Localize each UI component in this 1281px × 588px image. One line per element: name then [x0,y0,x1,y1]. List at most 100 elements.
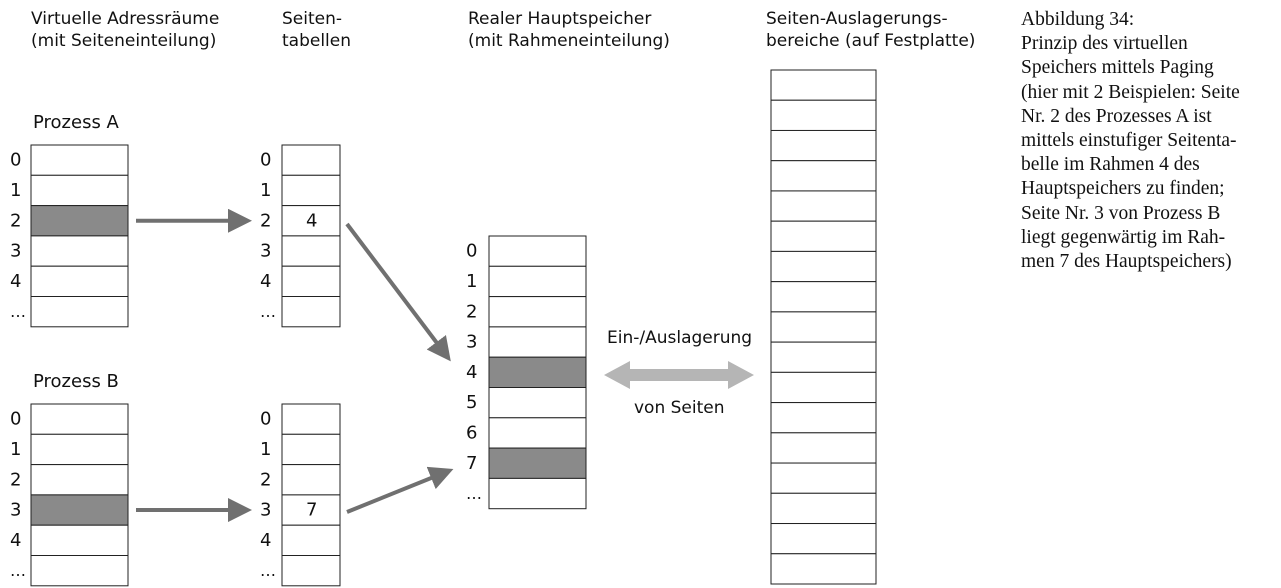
page-table-b-row-label: 1 [260,439,271,460]
swap-slot [770,553,877,585]
process-b-page-cell [30,403,129,435]
header-main-memory: Realer Hauptspeicher (mit Rahmeneinteilu… [468,9,670,51]
process-b-page-row-label: 1 [10,439,21,460]
page-table-b-row-label: 2 [260,469,271,490]
page-table-b-cell [281,494,341,526]
process-a-label: Prozess A [33,112,119,133]
swap-slot [770,250,877,283]
memory-frame-row-label: … [466,484,482,503]
swap-slot [770,371,877,404]
memory-frame-cell [488,417,587,449]
caption-line: Abbildung 34: [1021,9,1135,30]
memory-frame-row-label: 5 [466,392,477,413]
memory-frame-row-label: 1 [466,271,477,292]
swap-slot [770,402,877,434]
swap-double-arrow [604,361,754,389]
process-b-page-cell [30,433,129,466]
memory-frame-row-label: 4 [466,362,477,383]
page-table-a-row-label: … [260,302,276,321]
memory-frame-cell [488,477,587,510]
page-table-b-row-label: 4 [260,530,271,551]
swap-label-bottom: von Seiten [634,398,725,418]
process-a-page-row-label: 2 [10,210,21,231]
page-table-a-row-label: 3 [260,241,271,262]
memory-frame-row-label: 7 [466,453,477,474]
memory-frame-cell [488,265,587,298]
page-table-a-cell [281,205,341,237]
caption-line: mittels einstufiger Seitenta- [1021,130,1237,152]
arrow-a-to-frame [345,222,451,362]
swap-slot [770,341,877,373]
process-a-page-cell [30,296,129,328]
memory-frame-cell [488,326,587,358]
swap-slot [770,523,877,555]
memory-frame-row-label: 3 [466,332,477,353]
caption-line: Prinzip des virtuellen [1021,33,1188,55]
caption-line: belle im Rahmen 4 des [1021,154,1200,176]
process-a-page-row-label: 3 [10,241,21,262]
memory-frame-cell [488,235,587,267]
swap-slot [770,190,877,222]
process-a-page-row-label: 1 [10,180,21,201]
process-a-page-cell [30,265,129,298]
swap-label-top: Ein-/Auslagerung [607,328,753,348]
page-table-b-entry: 7 [306,500,317,521]
header-page-tables: Seiten- tabellen [282,9,352,51]
page-table-a-cell [281,174,341,207]
memory-frame-cell [488,296,587,328]
caption-line: Speichers mittels Paging [1021,57,1214,79]
caption-line: liegt gegenwärtig im Rah- [1021,226,1226,248]
page-table-a-cell [281,235,341,267]
arrow-b-to-frame [346,466,454,514]
caption-line: Hauptspeichers zu finden; [1021,178,1225,200]
memory-frame-row-label: 2 [466,301,477,322]
header-virtual-address-spaces: Virtuelle Adressräume (mit Seiteneinteil… [31,9,220,51]
page-table-b-row-label: 3 [260,500,271,521]
header-swap-areas: Seiten-Auslagerungs- bereiche (auf Festp… [766,9,976,51]
process-b-page-cell [30,555,129,587]
page-table-a-row-label: 2 [260,210,271,231]
page-table-a-row-label: 1 [260,180,271,201]
process-b-page-cell [30,524,129,557]
process-b-label: Prozess B [33,371,119,392]
caption-line: (hier mit 2 Beispielen: Seite [1021,81,1240,103]
process-b-page-row-label: … [10,561,26,580]
page-table-a-row-label: 0 [260,150,271,171]
page-table-b-row-label: … [260,561,276,580]
figure-caption: Abbildung 34: Prinzip des virtuellen Spe… [1021,8,1281,274]
process-a-page-row-label: … [10,302,26,321]
process-a-page-cell [30,205,129,237]
caption-line: Seite Nr. 3 von Prozess B [1021,202,1221,224]
page-table-a-cell [281,265,341,298]
swap-slot [770,160,877,192]
swap-slot [770,432,877,464]
process-a-page-cell [30,235,129,267]
page-table-b-row-label: 0 [260,409,271,430]
page-table-a-entry: 4 [306,210,317,231]
process-a-page-cell [30,174,129,207]
swap-slot [770,129,877,162]
memory-frame-cell [488,356,587,389]
process-a-page-row-label: 4 [10,271,21,292]
process-b-page-row-label: 4 [10,530,21,551]
swap-slot [770,462,877,494]
swap-slot [770,281,877,313]
process-b-page-row-label: 0 [10,409,21,430]
swap-slot [770,69,877,101]
swap-slot [770,311,877,343]
process-a-page-row-label: 0 [10,150,21,171]
page-table-b-cell [281,403,341,435]
page-table-a-cell [281,296,341,328]
process-b-page-row-label: 3 [10,500,21,521]
page-table-b-cell [281,464,341,496]
memory-frame-row-label: 6 [466,422,477,443]
memory-frame-cell [488,447,587,479]
page-table-b-cell [281,524,341,557]
caption-line: Nr. 2 des Prozesses A ist [1021,105,1212,127]
swap-slot [770,492,877,525]
memory-frame-cell [488,387,587,419]
swap-slot [770,99,877,131]
process-a-page-cell [30,144,129,176]
memory-frame-row-label: 0 [466,241,477,262]
